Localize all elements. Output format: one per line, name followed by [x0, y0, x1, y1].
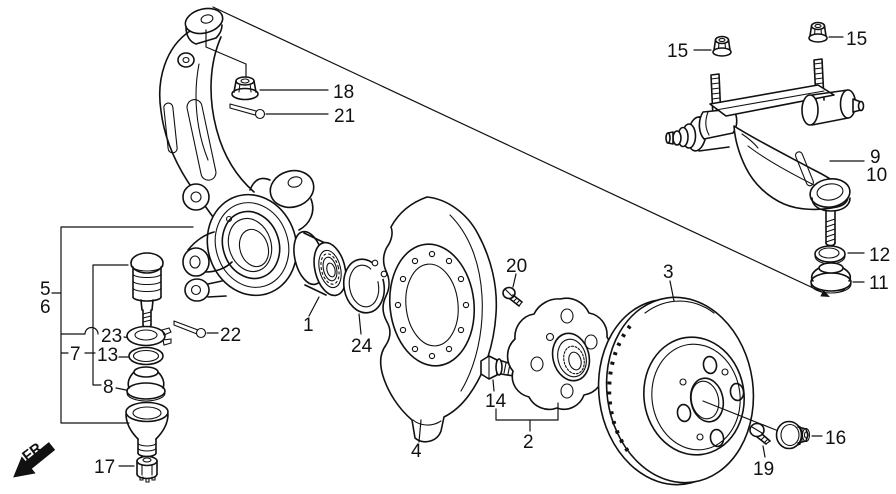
part-label-21: 21 — [334, 106, 355, 127]
part-label-24: 24 — [351, 336, 373, 357]
cotter-pin-22-drawing — [173, 320, 219, 339]
spindle-nut-16-drawing — [775, 420, 823, 450]
steering-knuckle-drawing — [158, 7, 315, 302]
part-label-6: 6 — [40, 297, 51, 318]
flange-nut-15-right-drawing — [808, 21, 844, 43]
part-label-2: 2 — [523, 432, 534, 453]
cotter-pin-21-drawing — [229, 103, 329, 120]
part-label-23: 23 — [101, 326, 122, 347]
ball-joint-boot-11-drawing — [810, 262, 865, 294]
part-label-10: 10 — [866, 165, 887, 186]
snap-ring-13-drawing — [128, 346, 164, 366]
fr-direction-arrow: FR. — [13, 437, 56, 478]
lower-ball-joint-drawing — [130, 252, 164, 329]
screw-19-drawing — [749, 422, 771, 458]
part-label-1: 1 — [303, 315, 314, 336]
part-label-22: 22 — [220, 325, 241, 346]
washer-23-drawing — [126, 325, 172, 347]
part-label-11: 11 — [869, 273, 889, 294]
part-label-7: 7 — [70, 344, 81, 365]
part-label-15-right: 15 — [846, 29, 867, 50]
part-label-3: 3 — [663, 262, 674, 283]
self-lock-nut-18-drawing — [205, 29, 329, 101]
front-hub-2-drawing — [506, 297, 613, 411]
part-label-8: 8 — [103, 377, 114, 398]
splash-guard-4-drawing — [379, 196, 498, 443]
brake-disc-3-drawing — [597, 280, 777, 486]
part-label-17: 17 — [94, 457, 115, 478]
wheel-bearing-1-drawing — [293, 230, 347, 317]
part-label-14: 14 — [485, 391, 507, 412]
circlip-24-drawing — [342, 251, 397, 335]
part-label-20: 20 — [506, 256, 527, 277]
part-label-13: 13 — [97, 345, 118, 366]
part-label-4: 4 — [411, 441, 422, 462]
flange-nut-15-left-drawing — [693, 35, 732, 57]
part-label-5: 5 — [40, 279, 51, 300]
part-label-16: 16 — [825, 428, 846, 449]
castle-nut-17-drawing — [118, 455, 158, 483]
upper-control-arm-drawing — [665, 58, 865, 247]
part-label-9: 9 — [870, 147, 881, 168]
part-labels: 18 21 15 15 9 10 12 11 5 6 23 7 13 8 22 … — [40, 29, 890, 480]
washer-12-drawing — [814, 245, 865, 265]
ball-joint-housing-drawing — [125, 401, 169, 458]
screw-20-drawing — [502, 273, 523, 307]
part-label-15-left: 15 — [667, 41, 688, 62]
group-bracket-7 — [92, 264, 129, 391]
part-label-12: 12 — [869, 245, 890, 266]
splash-guard-rivet-holes — [394, 250, 470, 360]
group-bracket-2 — [495, 402, 559, 432]
group-bracket-5-6 — [51, 226, 194, 424]
part-label-19: 19 — [753, 459, 774, 480]
part-label-18: 18 — [333, 82, 354, 103]
ball-joint-boot-8-drawing — [126, 366, 166, 402]
